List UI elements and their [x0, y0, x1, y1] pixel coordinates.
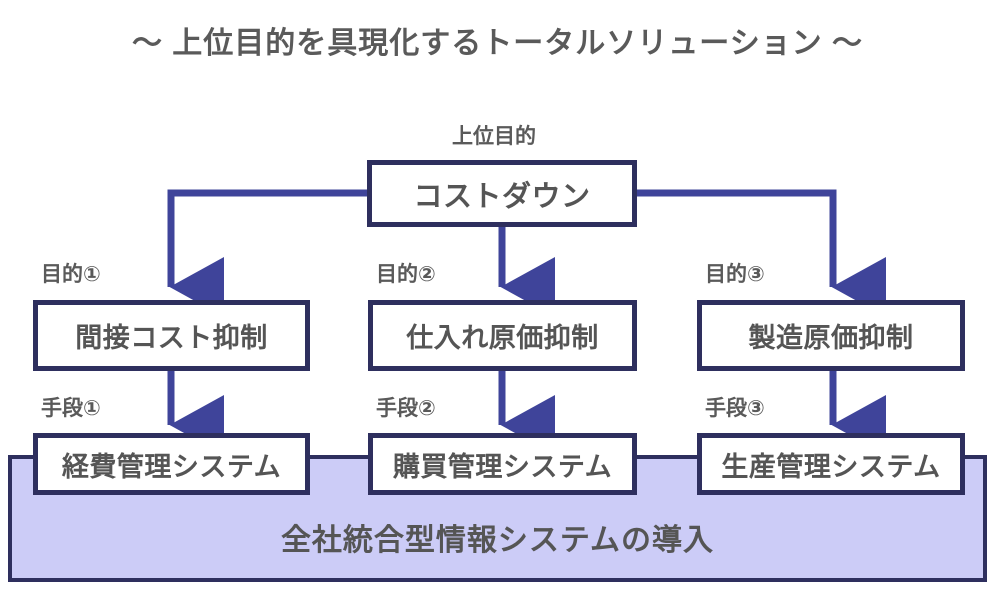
node-objective-1[interactable]: 間接コスト抑制 [33, 300, 310, 371]
node-means-2-label: 購買管理システム [392, 451, 613, 482]
node-means-1-label: 経費管理システム [61, 451, 282, 482]
caption-goal: 上位目的 [452, 125, 536, 148]
node-means-3-label: 生産管理システム [721, 451, 941, 482]
caption-means-1: 手段① [41, 397, 101, 420]
caption-means-3: 手段③ [705, 397, 765, 420]
node-means-2[interactable]: 購買管理システム [368, 433, 637, 495]
node-means-1[interactable]: 経費管理システム [33, 433, 310, 495]
page-title: ～ 上位目的を具現化するトータルソリューション ～ [131, 27, 864, 60]
caption-objective-1: 目的① [41, 263, 101, 286]
node-goal[interactable]: コストダウン [367, 160, 637, 227]
caption-objective-2: 目的② [376, 263, 436, 286]
node-objective-3[interactable]: 製造原価抑制 [697, 300, 965, 371]
band-label: 全社統合型情報システムの導入 [280, 524, 715, 557]
caption-objective-3: 目的③ [705, 263, 765, 286]
connector-goal-to-objective-1 [167, 189, 367, 318]
node-objective-3-label: 製造原価抑制 [748, 323, 914, 353]
node-objective-1-label: 間接コスト抑制 [75, 323, 268, 353]
node-goal-label: コストダウン [413, 180, 591, 213]
node-objective-2-label: 仕入れ原価抑制 [406, 323, 599, 353]
node-means-3[interactable]: 生産管理システム [697, 433, 965, 495]
caption-means-2: 手段② [376, 397, 436, 420]
node-objective-2[interactable]: 仕入れ原価抑制 [368, 300, 637, 371]
